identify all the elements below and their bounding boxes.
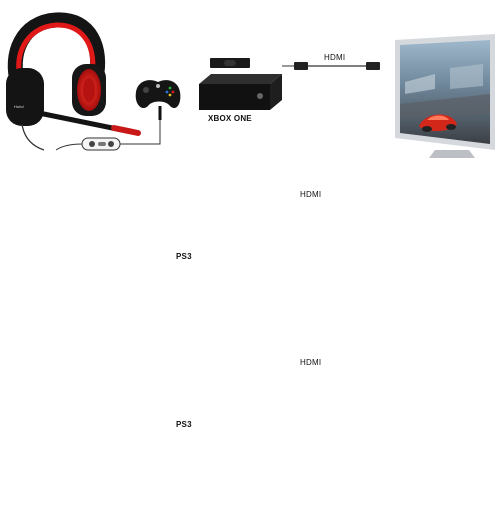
hdmi-plug-icon [366, 62, 380, 70]
console-label: PS3 [176, 252, 192, 261]
hdmi-plug-icon [294, 62, 308, 70]
console-label: XBOX ONE [208, 114, 252, 123]
xbox-one-console-icon [199, 58, 282, 110]
console-label: PS3 [176, 420, 192, 429]
tv-icon [395, 34, 495, 158]
headset-icon [6, 20, 138, 150]
cable-label: HDMI [324, 53, 346, 62]
inline-control-icon [81, 137, 121, 151]
panel-1 [6, 20, 495, 158]
cable-label: HDMI [300, 190, 322, 199]
cable-label: HDMI [300, 358, 322, 367]
controller-icon [135, 80, 181, 109]
